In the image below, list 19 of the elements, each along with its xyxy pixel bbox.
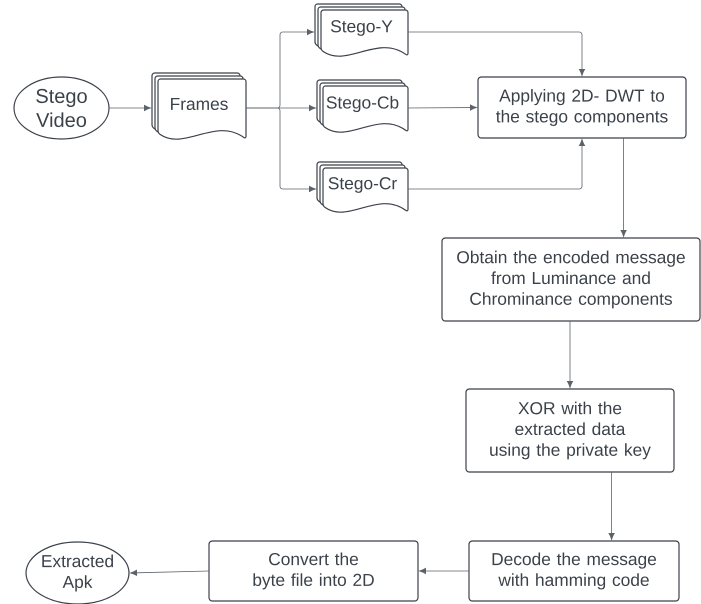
document-stack: Frames [151,72,247,140]
document-stack: Stego-Y [314,3,409,57]
process-box: Obtain the encoded message from Luminance and Chrominance components [441,237,701,322]
arrow [108,105,151,111]
arrow [408,104,477,111]
arrow [408,139,585,190]
process-box: XOR with the extracted data using the private key [465,388,675,473]
arrow [620,138,627,237]
process-box: Applying 2D- DWT to the stego components [477,76,687,139]
arrow [408,32,585,76]
arrow [608,472,615,540]
document-stack: Stego-Cb [316,79,409,133]
arrow [567,320,573,388]
process-box: Decode the message with hamming code [468,540,680,602]
document-stack: Stego-Cr [316,161,409,213]
arrow [130,570,210,576]
process-box: Convert the byte file into 2D [208,540,419,602]
arrow [419,568,470,574]
arrow [246,108,316,192]
